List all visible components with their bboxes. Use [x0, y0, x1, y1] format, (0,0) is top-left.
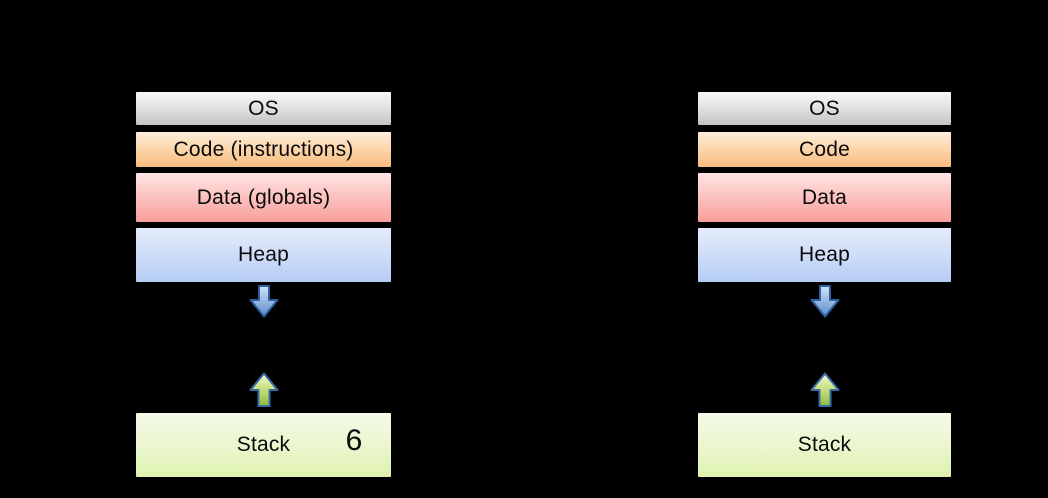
- stack-growth-arrow-icon: [810, 372, 840, 408]
- data-segment-label: Data: [801, 185, 848, 209]
- data-segment: Data: [696, 171, 953, 224]
- heap-segment: Heap: [134, 226, 393, 284]
- code-segment: Code: [696, 130, 953, 169]
- heap-segment: Heap: [696, 226, 953, 284]
- heap-growth-arrow-icon: [810, 285, 840, 318]
- code-segment-label: Code: [798, 137, 850, 161]
- memory-layout-diagram-left: OS Code (instructions) Data (globals) He…: [134, 0, 393, 498]
- heap-segment-label: Heap: [798, 243, 850, 266]
- stack-segment-label: Stack: [797, 433, 852, 456]
- data-segment: Data (globals): [134, 171, 393, 224]
- stack-segment-label: Stack: [236, 433, 291, 456]
- os-segment: OS: [696, 90, 953, 127]
- code-segment-label: Code (instructions): [173, 137, 354, 161]
- heap-segment-label: Heap: [237, 243, 289, 266]
- os-segment: OS: [134, 90, 393, 127]
- stack-segment: Stack: [696, 411, 953, 479]
- memory-layout-diagram-right: OS Code Data Heap: [696, 0, 953, 498]
- os-segment-label: OS: [248, 96, 279, 120]
- slide-number: 6: [345, 424, 363, 457]
- data-segment-label: Data (globals): [196, 185, 331, 209]
- stack-growth-arrow-icon: [249, 372, 279, 408]
- heap-growth-arrow-icon: [249, 285, 279, 318]
- os-segment-label: OS: [809, 96, 840, 120]
- stack-segment: Stack: [134, 411, 393, 479]
- code-segment: Code (instructions): [134, 130, 393, 169]
